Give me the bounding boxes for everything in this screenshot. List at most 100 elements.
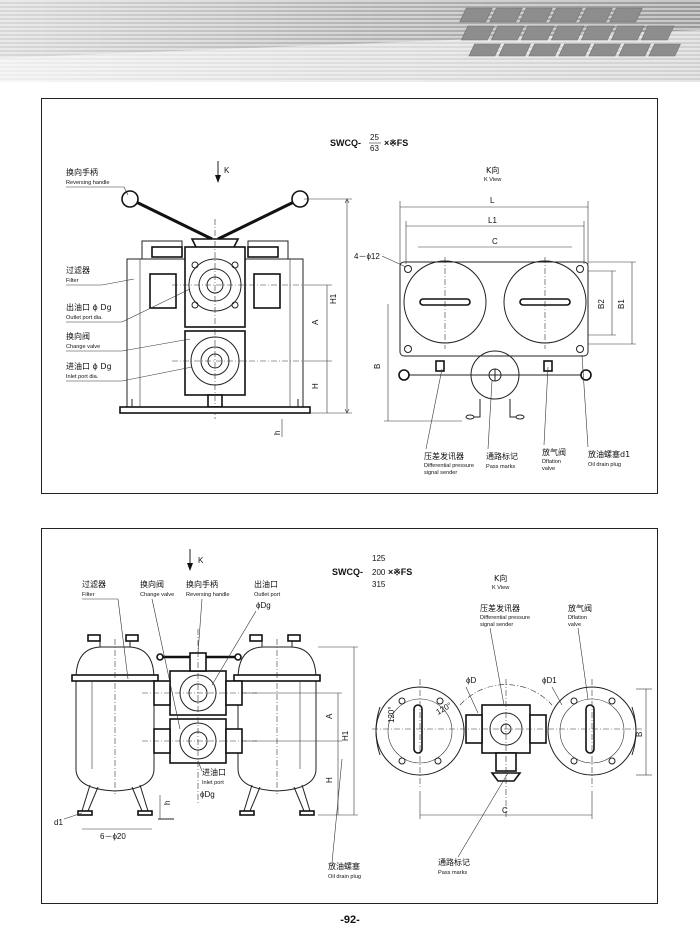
model-designation: SWCQ- 25 63 ×※FS xyxy=(330,133,408,153)
dim-b1: B1 xyxy=(617,299,626,309)
model-mid: 200 xyxy=(372,568,386,577)
model-denominator: 63 xyxy=(370,144,379,153)
keyboard-keys xyxy=(459,7,681,57)
front-elevation xyxy=(119,190,311,419)
k-view-plan: L L1 C 4－ϕ12 xyxy=(354,196,636,422)
front-elevation-large xyxy=(71,629,321,816)
label-change-valve-cn-large: 换向阀 xyxy=(140,579,164,589)
label-deflation-cn-large: 放气阀 xyxy=(568,603,592,613)
label-dp-sender-cn: 压差发讯器 xyxy=(424,451,464,461)
model-suffix-large: ×※FS xyxy=(388,567,412,577)
label-reversing-handle-en-large: Reversing handle xyxy=(186,592,230,598)
diagram-panel-large-filter: 125 SWCQ- 200 ×※FS 315 K xyxy=(41,528,658,904)
label-reversing-handle-cn-large: 换向手柄 xyxy=(186,579,218,589)
dim-h1: H1 xyxy=(329,293,338,304)
model-top: 125 xyxy=(372,554,386,563)
page-number: -92- xyxy=(340,914,360,926)
k-view-labels: 压差发讯器 Differential pressure signal sende… xyxy=(424,354,630,476)
dim-b2: B2 xyxy=(597,299,606,309)
k-view-cn-large: K向 xyxy=(494,573,507,583)
k-arrow-label: K xyxy=(224,166,230,175)
dim-c-large: C xyxy=(502,806,508,815)
k-arrow-label-large: K xyxy=(198,556,204,565)
label-pass-marks-cn-large: 通路标记 xyxy=(438,857,470,867)
label-pass-marks-en-large: Pass marks xyxy=(438,870,467,876)
label-filter-en-large: Filter xyxy=(82,592,95,598)
label-dp-sender-en1-large: Differential pressure xyxy=(480,615,530,621)
dim-d1-plan-large: ϕD1 xyxy=(542,676,557,685)
label-drain-cn-large: 放油螺塞 xyxy=(328,861,360,871)
model-suffix: ×※FS xyxy=(384,138,408,148)
k-view-plan-large: ϕD ϕD1 120° 120° B C xyxy=(372,676,652,819)
drawing-large-filter: 125 SWCQ- 200 ×※FS 315 K xyxy=(54,549,652,880)
label-inlet-dia-large: ϕDg xyxy=(200,790,215,799)
label-inlet-en-large: Inlet port xyxy=(202,780,224,786)
label-dp-sender-en1: Differential pressure xyxy=(424,463,474,469)
label-pass-marks-en: Pass marks xyxy=(486,464,515,470)
dim-c: C xyxy=(492,237,498,246)
k-view-cn: K向 xyxy=(486,165,499,175)
k-view-en: K View xyxy=(484,177,502,183)
label-outlet-en-large: Outlet port xyxy=(254,592,281,598)
label-reversing-handle-cn: 换向手柄 xyxy=(66,167,98,177)
label-filter-cn-large: 过滤器 xyxy=(82,579,106,589)
label-outlet-cn-large: 出油口 xyxy=(254,579,278,589)
label-change-valve-cn: 换向阀 xyxy=(66,331,90,341)
front-labels-large: 过滤器 Filter 换向阀 Change valve 换向手柄 Reversi… xyxy=(82,579,281,799)
label-drain-en-large: Oil drain plug xyxy=(328,874,361,880)
dim-l1: L1 xyxy=(488,216,497,225)
dim-angle1-large: 120° xyxy=(387,706,396,723)
label-pass-marks-cn: 通路标记 xyxy=(486,451,518,461)
k-view-labels-large: 压差发讯器 Differential pressure signal sende… xyxy=(328,603,592,880)
handle-knob-left xyxy=(121,190,139,208)
model-designation-large: 125 SWCQ- 200 ×※FS 315 xyxy=(332,554,412,589)
label-dp-sender-en2: signal sender xyxy=(424,470,457,476)
k-arrow: K xyxy=(215,161,230,183)
header-keyboard-band xyxy=(0,0,700,82)
label-inlet-en: Inlet port dia. xyxy=(66,374,99,380)
label-drain-en: Oil drain plug xyxy=(588,462,621,468)
label-filter-en: Filter xyxy=(66,278,79,284)
dim-h: H xyxy=(311,383,320,389)
dim-b: B xyxy=(373,364,382,369)
label-inlet-cn-large: 进油口 xyxy=(202,767,226,777)
dim-b-large: B xyxy=(635,732,644,737)
front-labels: 换向手柄 Reversing handle 过滤器 Filter 出油口 ϕ D… xyxy=(66,167,193,382)
model-numerator: 25 xyxy=(370,133,379,142)
drawing-small-filter: SWCQ- 25 63 ×※FS K xyxy=(66,133,636,476)
dim-a-large: A xyxy=(325,713,334,719)
diagram-panel-small-filter: SWCQ- 25 63 ×※FS K xyxy=(41,98,658,494)
label-drain-cn: 放油螺塞d1 xyxy=(588,449,630,459)
dim-d1-large: d1 xyxy=(54,818,63,827)
k-view-en-large: K View xyxy=(492,585,510,591)
dim-l: L xyxy=(490,196,495,205)
label-dp-sender-en2-large: signal sender xyxy=(480,622,513,628)
label-deflation-cn: 放气阀 xyxy=(542,447,566,457)
label-deflation-en2: valve xyxy=(542,466,555,472)
label-reversing-handle-en: Reversing handle xyxy=(66,180,110,186)
label-change-valve-en: Change valve xyxy=(66,344,100,350)
label-filter-cn: 过滤器 xyxy=(66,265,90,275)
front-dimensions: H1 A H h xyxy=(273,198,352,437)
label-deflation-en1: Dflation xyxy=(542,459,561,465)
dim-holes-large: 6－ϕ20 xyxy=(100,832,126,841)
dim-h-small: h xyxy=(273,431,282,435)
dim-h1-large: H1 xyxy=(341,730,350,741)
label-outlet-en: Outlet port dia. xyxy=(66,315,103,321)
label-deflation-en2-large: valve xyxy=(568,622,581,628)
label-outlet-cn: 出油口 ϕ Dg xyxy=(66,302,112,312)
dim-holes: 4－ϕ12 xyxy=(354,252,380,261)
label-inlet-cn: 进油口 ϕ Dg xyxy=(66,361,112,371)
front-dimensions-large: H1 A H h d1 6－ϕ20 xyxy=(54,646,358,841)
dim-h-large: H xyxy=(325,777,334,783)
dim-h-small-large: h xyxy=(163,801,172,805)
dim-a: A xyxy=(311,319,320,325)
label-deflation-en1-large: Dflation xyxy=(568,615,587,621)
model-bot: 315 xyxy=(372,580,386,589)
label-outlet-dia-large: ϕDg xyxy=(256,601,271,610)
model-prefix-large: SWCQ- xyxy=(332,567,363,577)
k-arrow-large: K xyxy=(187,549,204,571)
label-dp-sender-cn-large: 压差发讯器 xyxy=(480,603,520,613)
dim-d-large: ϕD xyxy=(466,676,476,685)
label-change-valve-en-large: Change valve xyxy=(140,592,174,598)
